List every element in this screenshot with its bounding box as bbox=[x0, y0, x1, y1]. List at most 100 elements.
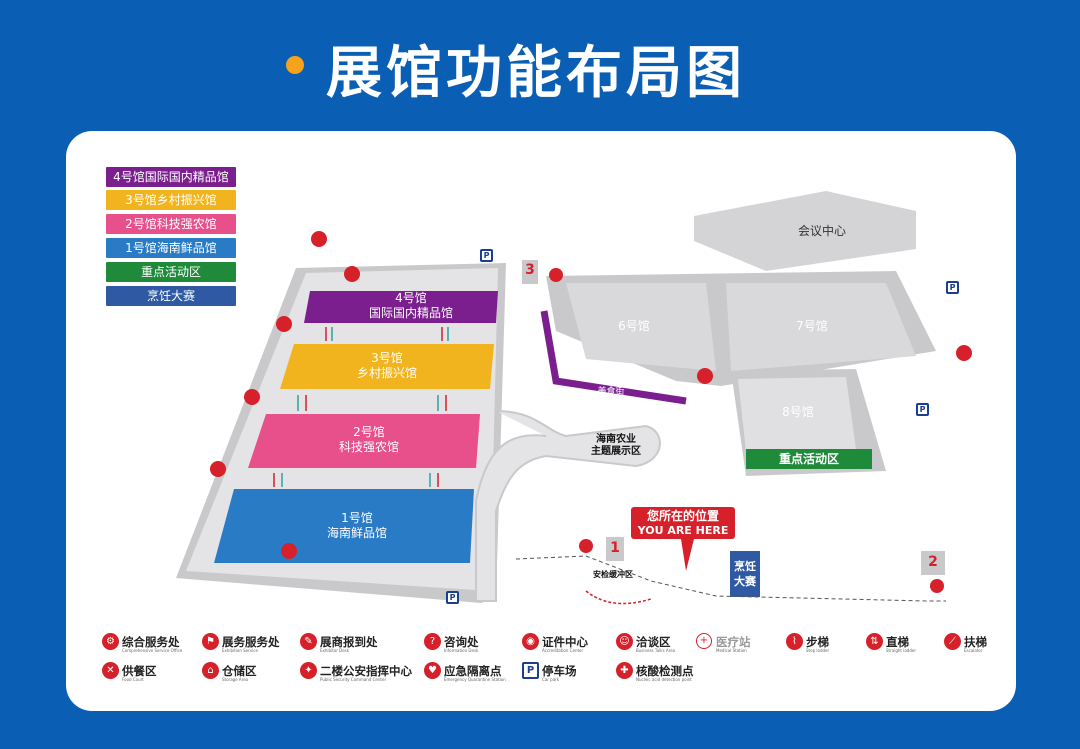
stairs-icon bbox=[244, 389, 260, 405]
hall-4-number: 4号馆 bbox=[395, 291, 427, 305]
legend-cooking[interactable]: 烹饪大赛 bbox=[106, 286, 236, 306]
hall-2-name: 科技强农馆 bbox=[338, 440, 399, 454]
legend-hall-4[interactable]: 4号馆国际国内精品馆 bbox=[106, 167, 236, 187]
key-label: 步梯 bbox=[806, 635, 829, 649]
activity-zone-label: 重点活动区 bbox=[778, 452, 839, 466]
key-label: 核酸检测点 bbox=[636, 664, 694, 678]
hall-1-name: 海南鲜品馆 bbox=[326, 526, 387, 540]
police-icon: ✦ bbox=[300, 662, 317, 679]
key-label: 医疗站 bbox=[716, 635, 751, 649]
agri-zone-label: 海南农业主题展示区 bbox=[576, 434, 656, 458]
exhibit-service-icon bbox=[697, 368, 713, 384]
hall-1-number: 1号馆 bbox=[341, 511, 373, 525]
id-icon bbox=[549, 268, 563, 282]
hall-7[interactable] bbox=[726, 283, 916, 371]
you-are-here-pointer bbox=[681, 539, 694, 571]
you-are-here-en: YOU ARE HERE bbox=[637, 524, 729, 537]
test-icon: ✚ bbox=[616, 662, 633, 679]
venue-map bbox=[176, 191, 972, 605]
key-sub: Car park bbox=[542, 677, 560, 682]
parking-icon: P bbox=[916, 403, 929, 416]
medical-icon: + bbox=[696, 633, 712, 649]
cooking-label: 烹饪大赛 bbox=[730, 559, 760, 589]
key-sub: Medical Station bbox=[716, 648, 747, 653]
escalator-icon bbox=[956, 345, 972, 361]
cooking-line1: 烹饪 bbox=[734, 560, 756, 573]
legend-hall-2[interactable]: 2号馆科技强农馆 bbox=[106, 214, 236, 234]
key-sub: Storage Area bbox=[222, 677, 249, 682]
key-sub: Straight ladder bbox=[886, 648, 916, 653]
you-are-here-callout bbox=[631, 507, 735, 539]
cooking-line2: 大赛 bbox=[734, 575, 756, 588]
legend-hall-3[interactable]: 3号馆乡村振兴馆 bbox=[106, 190, 236, 210]
food-street-label: 美食街 bbox=[597, 387, 625, 397]
info-icon: ? bbox=[424, 633, 441, 650]
hall-1[interactable] bbox=[214, 489, 474, 563]
hall-2[interactable] bbox=[248, 414, 480, 468]
storage-icon: ⌂ bbox=[202, 662, 219, 679]
meeting-center-label: 会议中心 bbox=[797, 224, 846, 238]
agri-zone-line1: 海南农业 bbox=[596, 434, 636, 445]
food-icon: ✕ bbox=[102, 662, 119, 679]
gate-2-number: 2 bbox=[928, 554, 938, 570]
gate-3-number: 3 bbox=[525, 262, 535, 278]
boundary-line bbox=[515, 555, 946, 602]
cooking-contest[interactable] bbox=[730, 551, 760, 597]
quarantine-icon: ♥ bbox=[424, 662, 441, 679]
escalator-icon bbox=[311, 231, 327, 247]
stairs-icon: ⌇ bbox=[786, 633, 803, 650]
id-icon: ◉ bbox=[522, 633, 539, 650]
stairs-icon bbox=[344, 266, 360, 282]
food-street[interactable] bbox=[540, 310, 687, 405]
hall-6[interactable] bbox=[566, 283, 716, 371]
key-label: 停车场 bbox=[542, 664, 577, 678]
hall-1-label: 1号馆海南鲜品馆 bbox=[312, 511, 402, 541]
hall-3[interactable] bbox=[280, 344, 494, 389]
key-label: 扶梯 bbox=[964, 635, 987, 649]
stairs-icon bbox=[276, 316, 292, 332]
key-label: 展务服务处 bbox=[222, 635, 280, 649]
hall-2-number: 2号馆 bbox=[353, 425, 385, 439]
key-label: 洽谈区 bbox=[636, 635, 671, 649]
hall-3-label: 3号馆乡村振兴馆 bbox=[342, 351, 432, 381]
meeting-center[interactable] bbox=[694, 191, 916, 271]
exhibitor-icon: ✎ bbox=[300, 633, 317, 650]
escalator-icon: ⟋ bbox=[944, 633, 961, 650]
page-title: 展馆功能布局图 bbox=[326, 41, 746, 106]
key-label: 仓储区 bbox=[222, 664, 257, 678]
gate-3[interactable] bbox=[522, 260, 538, 284]
key-label: 直梯 bbox=[886, 635, 909, 649]
talk-icon: ☺ bbox=[616, 633, 633, 650]
hall-8[interactable] bbox=[738, 377, 856, 451]
gate-1-number: 1 bbox=[610, 540, 620, 556]
corridor bbox=[475, 410, 661, 602]
activity-zone[interactable] bbox=[746, 449, 872, 469]
parking-icon: P bbox=[522, 662, 539, 679]
key-sub: Exhibitor Desk bbox=[320, 648, 350, 653]
buffer-zone-label: 安检缓冲区 bbox=[593, 570, 633, 579]
key-label: 证件中心 bbox=[542, 635, 588, 649]
map-panel: 4号馆国际国内精品馆 3号馆乡村振兴馆 2号馆科技强农馆 1号馆海南鲜品馆 重点… bbox=[66, 131, 1016, 711]
hall-4[interactable] bbox=[304, 291, 498, 323]
key-sub: Step ladder bbox=[806, 648, 830, 653]
key-sub: Emergency Quarantine Station bbox=[444, 677, 506, 682]
gate-1[interactable] bbox=[606, 537, 624, 561]
hall-6-label: 6号馆 bbox=[618, 319, 650, 333]
hall-7-label: 7号馆 bbox=[796, 319, 828, 333]
key-sub: Accreditation Center bbox=[542, 648, 584, 653]
id-icon bbox=[579, 539, 593, 553]
service-icon: ⚙ bbox=[102, 633, 119, 650]
key-sub: Nucleic acid detection point bbox=[636, 677, 692, 682]
legend-activity[interactable]: 重点活动区 bbox=[106, 262, 236, 282]
gate-2[interactable] bbox=[921, 551, 945, 575]
medical-icon bbox=[281, 543, 297, 559]
key-label: 咨询处 bbox=[444, 635, 479, 649]
key-label: 二楼公安指挥中心 bbox=[320, 664, 412, 678]
buffer-arc bbox=[585, 590, 652, 605]
exhibit-service-icon: ⚑ bbox=[202, 633, 219, 650]
key-sub: Business Talks Area bbox=[636, 648, 676, 653]
key-sub: Information Desk bbox=[444, 648, 479, 653]
hall-2-label: 2号馆科技强农馆 bbox=[324, 425, 414, 455]
title-bar: 展馆功能布局图 bbox=[0, 20, 1080, 110]
legend-hall-1[interactable]: 1号馆海南鲜品馆 bbox=[106, 238, 236, 258]
